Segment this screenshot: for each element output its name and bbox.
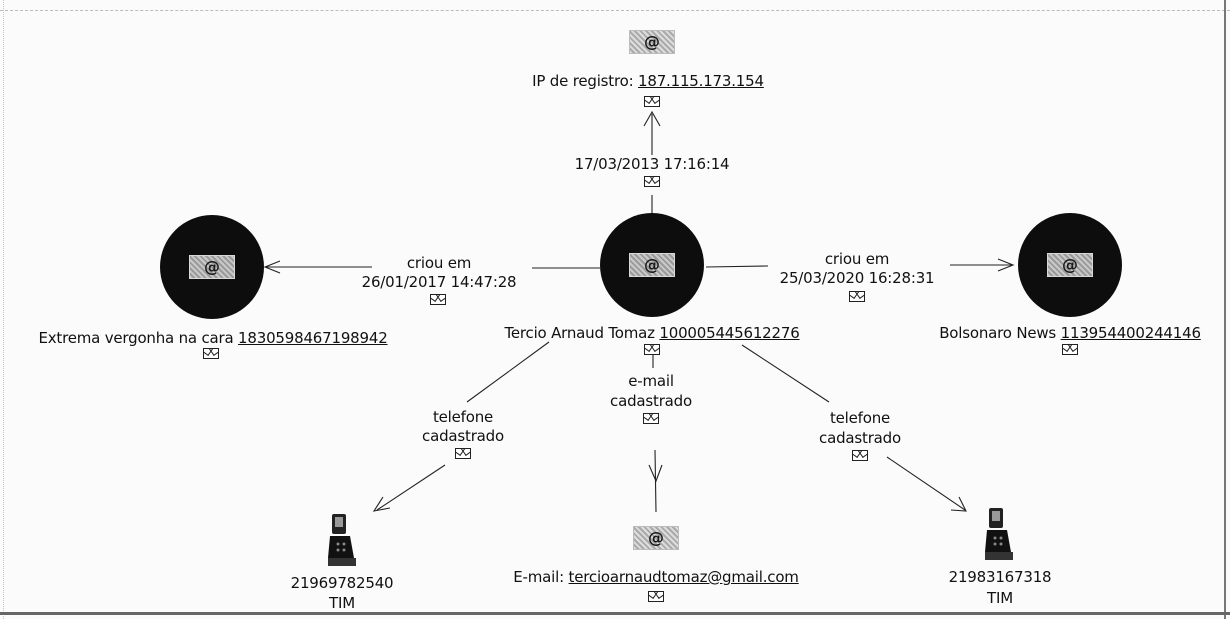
edge-arrow-right (997, 258, 1015, 272)
edge-arrow-phone-right (950, 496, 967, 512)
page-left-label: Extrema vergonha na cara 183059846719894… (38, 329, 387, 347)
at-sign-icon: @ (629, 253, 675, 277)
edge-phone-left-envelope-icon[interactable] (455, 448, 471, 459)
ip-value[interactable]: 187.115.173.154 (638, 72, 764, 90)
ip-envelope-icon[interactable] (644, 96, 660, 107)
page-right-envelope-icon[interactable] (1062, 344, 1078, 355)
email-node-icon[interactable]: @ (633, 526, 679, 550)
ip-node-icon[interactable]: @ (629, 30, 675, 54)
edge-label-ip: 17/03/2013 17:16:14 (572, 155, 732, 173)
frame-bottom-border (0, 612, 1230, 615)
edge-line-phone-right-lower (886, 456, 966, 511)
page-right-name: Bolsonaro News (939, 324, 1061, 342)
edge-ip-envelope-icon[interactable] (644, 176, 660, 187)
page-right-node[interactable]: @ (1018, 213, 1122, 317)
at-sign-icon: @ (189, 255, 235, 279)
profile-node-label: Tercio Arnaud Tomaz 100005445612276 (504, 324, 799, 342)
profile-name: Tercio Arnaud Tomaz (504, 324, 660, 342)
edge-label-phone-left-line2: cadastrado (420, 427, 506, 445)
ip-node-label: IP de registro: 187.115.173.154 (532, 72, 764, 90)
edge-label-email-line1: e-mail (626, 372, 676, 390)
edge-arrow-left (263, 260, 281, 274)
frame-right-border (1224, 0, 1226, 619)
at-sign-icon: @ (1047, 253, 1093, 277)
page-right-id[interactable]: 113954400244146 (1060, 324, 1201, 342)
edge-arrow-phone-left (372, 496, 391, 512)
page-left-node[interactable]: @ (160, 215, 264, 319)
edge-label-left-line2: 26/01/2017 14:47:28 (359, 273, 519, 291)
email-node-label: E-mail: tercioarnaudtomaz@gmail.com (513, 568, 799, 586)
phone-right-carrier: TIM (987, 589, 1013, 607)
edge-email-envelope-icon[interactable] (643, 413, 659, 424)
phone-left-number: 21969782540 (290, 574, 394, 592)
edge-line-phone-left-lower (376, 464, 446, 511)
edge-label-phone-right-line2: cadastrado (817, 429, 903, 447)
at-sign-icon: @ (633, 526, 679, 550)
edge-label-phone-left-line1: telefone (430, 408, 496, 426)
email-address-link[interactable]: tercioarnaudtomaz@gmail.com (568, 568, 799, 586)
phone-left-carrier: TIM (329, 594, 355, 612)
edge-arrow-email (648, 464, 663, 483)
edge-line-phone-left (466, 341, 550, 403)
frame-top-border (0, 10, 1230, 11)
email-label-prefix: E-mail: (513, 568, 569, 586)
frame-left-border (3, 0, 4, 619)
page-right-label: Bolsonaro News 113954400244146 (939, 324, 1201, 342)
edge-label-left-line1: criou em (404, 254, 474, 272)
edge-label-right-line2: 25/03/2020 16:28:31 (777, 269, 937, 287)
email-envelope-icon[interactable] (648, 591, 664, 602)
at-sign-icon: @ (629, 30, 675, 54)
edge-line-right (705, 265, 769, 268)
page-left-id[interactable]: 1830598467198942 (238, 329, 388, 347)
ip-label-prefix: IP de registro: (532, 72, 639, 90)
edge-right-envelope-icon[interactable] (849, 291, 865, 302)
phone-right-number: 21983167318 (948, 568, 1052, 586)
edge-label-phone-right-line1: telefone (827, 409, 893, 427)
edge-phone-right-envelope-icon[interactable] (852, 450, 868, 461)
edge-arrow-ip (643, 110, 661, 127)
edge-left-envelope-icon[interactable] (430, 294, 446, 305)
profile-envelope-icon[interactable] (644, 344, 660, 355)
page-left-name: Extrema vergonha na cara (38, 329, 239, 347)
edge-line-phone-right (741, 344, 830, 403)
phone-icon[interactable] (328, 512, 356, 568)
edge-label-right-line1: criou em (822, 250, 892, 268)
edge-label-email-line2: cadastrado (608, 392, 694, 410)
phone-icon[interactable] (985, 506, 1013, 562)
profile-id[interactable]: 100005445612276 (659, 324, 800, 342)
profile-node[interactable]: @ (600, 213, 704, 317)
page-left-envelope-icon[interactable] (203, 348, 219, 359)
